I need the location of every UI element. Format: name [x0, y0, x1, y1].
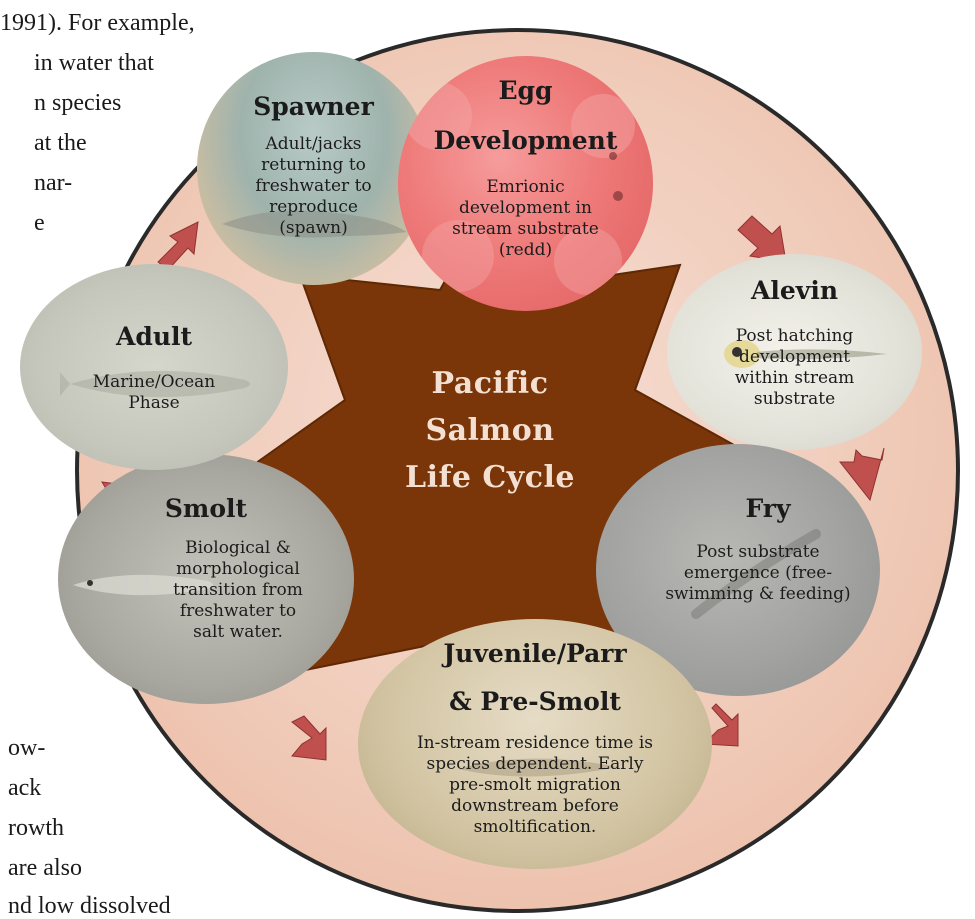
- smolt-fish-image: [73, 574, 213, 596]
- description-line: (spawn): [279, 218, 348, 238]
- spawner-fish-image: [222, 210, 407, 238]
- description-line: Post hatching: [735, 326, 854, 346]
- arrow-fry-to-juvenile: [702, 703, 739, 747]
- description-line: species dependent. Early: [426, 754, 644, 774]
- description-line: development: [738, 347, 851, 367]
- stage-title: Egg: [498, 76, 553, 105]
- stage-title: & Pre-Smolt: [449, 687, 621, 716]
- stage-description: Adult/jacks returning to freshwater to r…: [197, 134, 430, 239]
- description-line: downstream before: [451, 796, 619, 816]
- description-line: Phase: [128, 393, 180, 413]
- stage-title: Smolt: [164, 494, 248, 523]
- arrow-alevin-to-fry: [838, 447, 885, 502]
- adult-fish-image: [60, 370, 250, 398]
- parr-image: [458, 758, 618, 777]
- description-line: Biological &: [185, 538, 291, 558]
- description-line: morphological: [176, 559, 300, 579]
- description-line: transition from: [173, 580, 303, 600]
- stage-title: Spawner: [253, 92, 374, 121]
- description-line: Marine/Ocean: [92, 372, 216, 392]
- description-line: smoltification.: [473, 817, 597, 837]
- description-line: Post substrate: [696, 542, 820, 562]
- stage-description: Marine/Ocean Phase: [20, 372, 288, 414]
- description-line: freshwater to: [255, 176, 372, 196]
- description-line: salt water.: [193, 622, 283, 642]
- stage-alevin: Alevin Post hatching development within …: [667, 254, 922, 450]
- description-line: within stream: [734, 368, 855, 388]
- stage-description: Biological & morphological transition fr…: [128, 538, 348, 643]
- center-title: Pacific Salmon Life Cycle: [390, 360, 590, 501]
- description-line: Emrionic: [486, 177, 565, 197]
- description-line: development in: [459, 198, 592, 218]
- paper-text-line: ack: [8, 775, 42, 801]
- description-line: reproduce: [269, 197, 358, 217]
- fry-image: [691, 529, 821, 619]
- stage-egg-development: Egg Development Emrionic development in …: [398, 56, 653, 311]
- eggs-image: [404, 82, 635, 295]
- stage-description: Post hatching development within stream …: [667, 326, 922, 410]
- paper-text-line: at the: [34, 130, 87, 156]
- stage-description: Emrionic development in stream substrate…: [398, 177, 653, 261]
- stage-description: Post substrate emergence (free- swimming…: [616, 542, 880, 605]
- alevin-image: [724, 340, 887, 368]
- center-title-line: Salmon: [425, 413, 555, 448]
- paper-text-line: n species: [34, 90, 122, 116]
- stage-spawner: Spawner Adult/jacks returning to freshwa…: [197, 52, 430, 285]
- paper-text-line: rowth: [8, 815, 64, 841]
- stage-smolt: Smolt Biological & morphological transit…: [58, 454, 354, 704]
- paper-text-line: 1991). For example,: [0, 10, 195, 36]
- description-line: returning to: [261, 155, 366, 175]
- center-title-line: Pacific: [431, 366, 549, 401]
- stage-description: In-stream residence time is species depe…: [358, 733, 712, 838]
- description-line: stream substrate: [452, 219, 599, 239]
- description-line: swimming & feeding): [665, 584, 851, 604]
- stage-title: Juvenile/Parr: [443, 639, 627, 668]
- arrow-juvenile-to-smolt: [291, 715, 327, 761]
- stage-title: Fry: [745, 494, 791, 523]
- arrow-adult-to-spawner: [157, 221, 199, 271]
- stage-adult: Adult Marine/Ocean Phase: [20, 264, 288, 470]
- description-line: freshwater to: [179, 601, 297, 621]
- paper-text-line: e: [34, 210, 45, 236]
- stage-title: Development: [433, 126, 618, 155]
- description-line: (redd): [498, 240, 553, 260]
- stage-juvenile-parr: Juvenile/Parr & Pre-Smolt In-stream resi…: [358, 619, 712, 869]
- center-title-line: Life Cycle: [405, 460, 575, 495]
- description-line: substrate: [753, 389, 836, 409]
- stage-title: Alevin: [751, 276, 838, 305]
- paper-text-line: are also: [8, 855, 82, 881]
- description-line: pre-smolt migration: [449, 775, 621, 795]
- description-line: emergence (free-: [683, 563, 833, 583]
- paper-text-line: ow-: [8, 735, 46, 761]
- stage-title: Adult: [115, 322, 193, 351]
- description-line: Adult/jacks: [265, 134, 362, 154]
- paper-text-line: nar-: [34, 170, 73, 196]
- paper-text-line: in water that: [34, 50, 154, 76]
- description-line: In-stream residence time is: [416, 733, 654, 753]
